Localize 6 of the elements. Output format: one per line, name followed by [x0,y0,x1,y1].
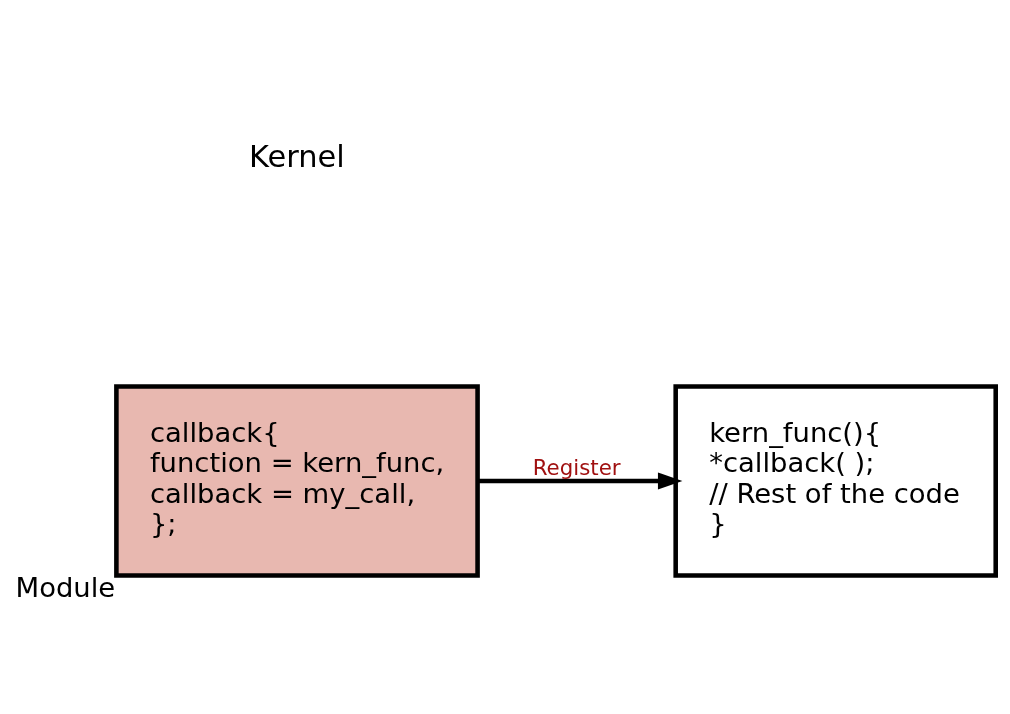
node-label: Module [15,571,116,603]
node-box: kern_func(){ *callback( ); // Rest of the code } [673,383,998,578]
arrow [477,471,683,489]
label: Kernel [249,138,345,174]
edge-label: Register [532,454,621,480]
node-box: callback{ function = kern_func, callback = my_call, }; [114,383,480,578]
